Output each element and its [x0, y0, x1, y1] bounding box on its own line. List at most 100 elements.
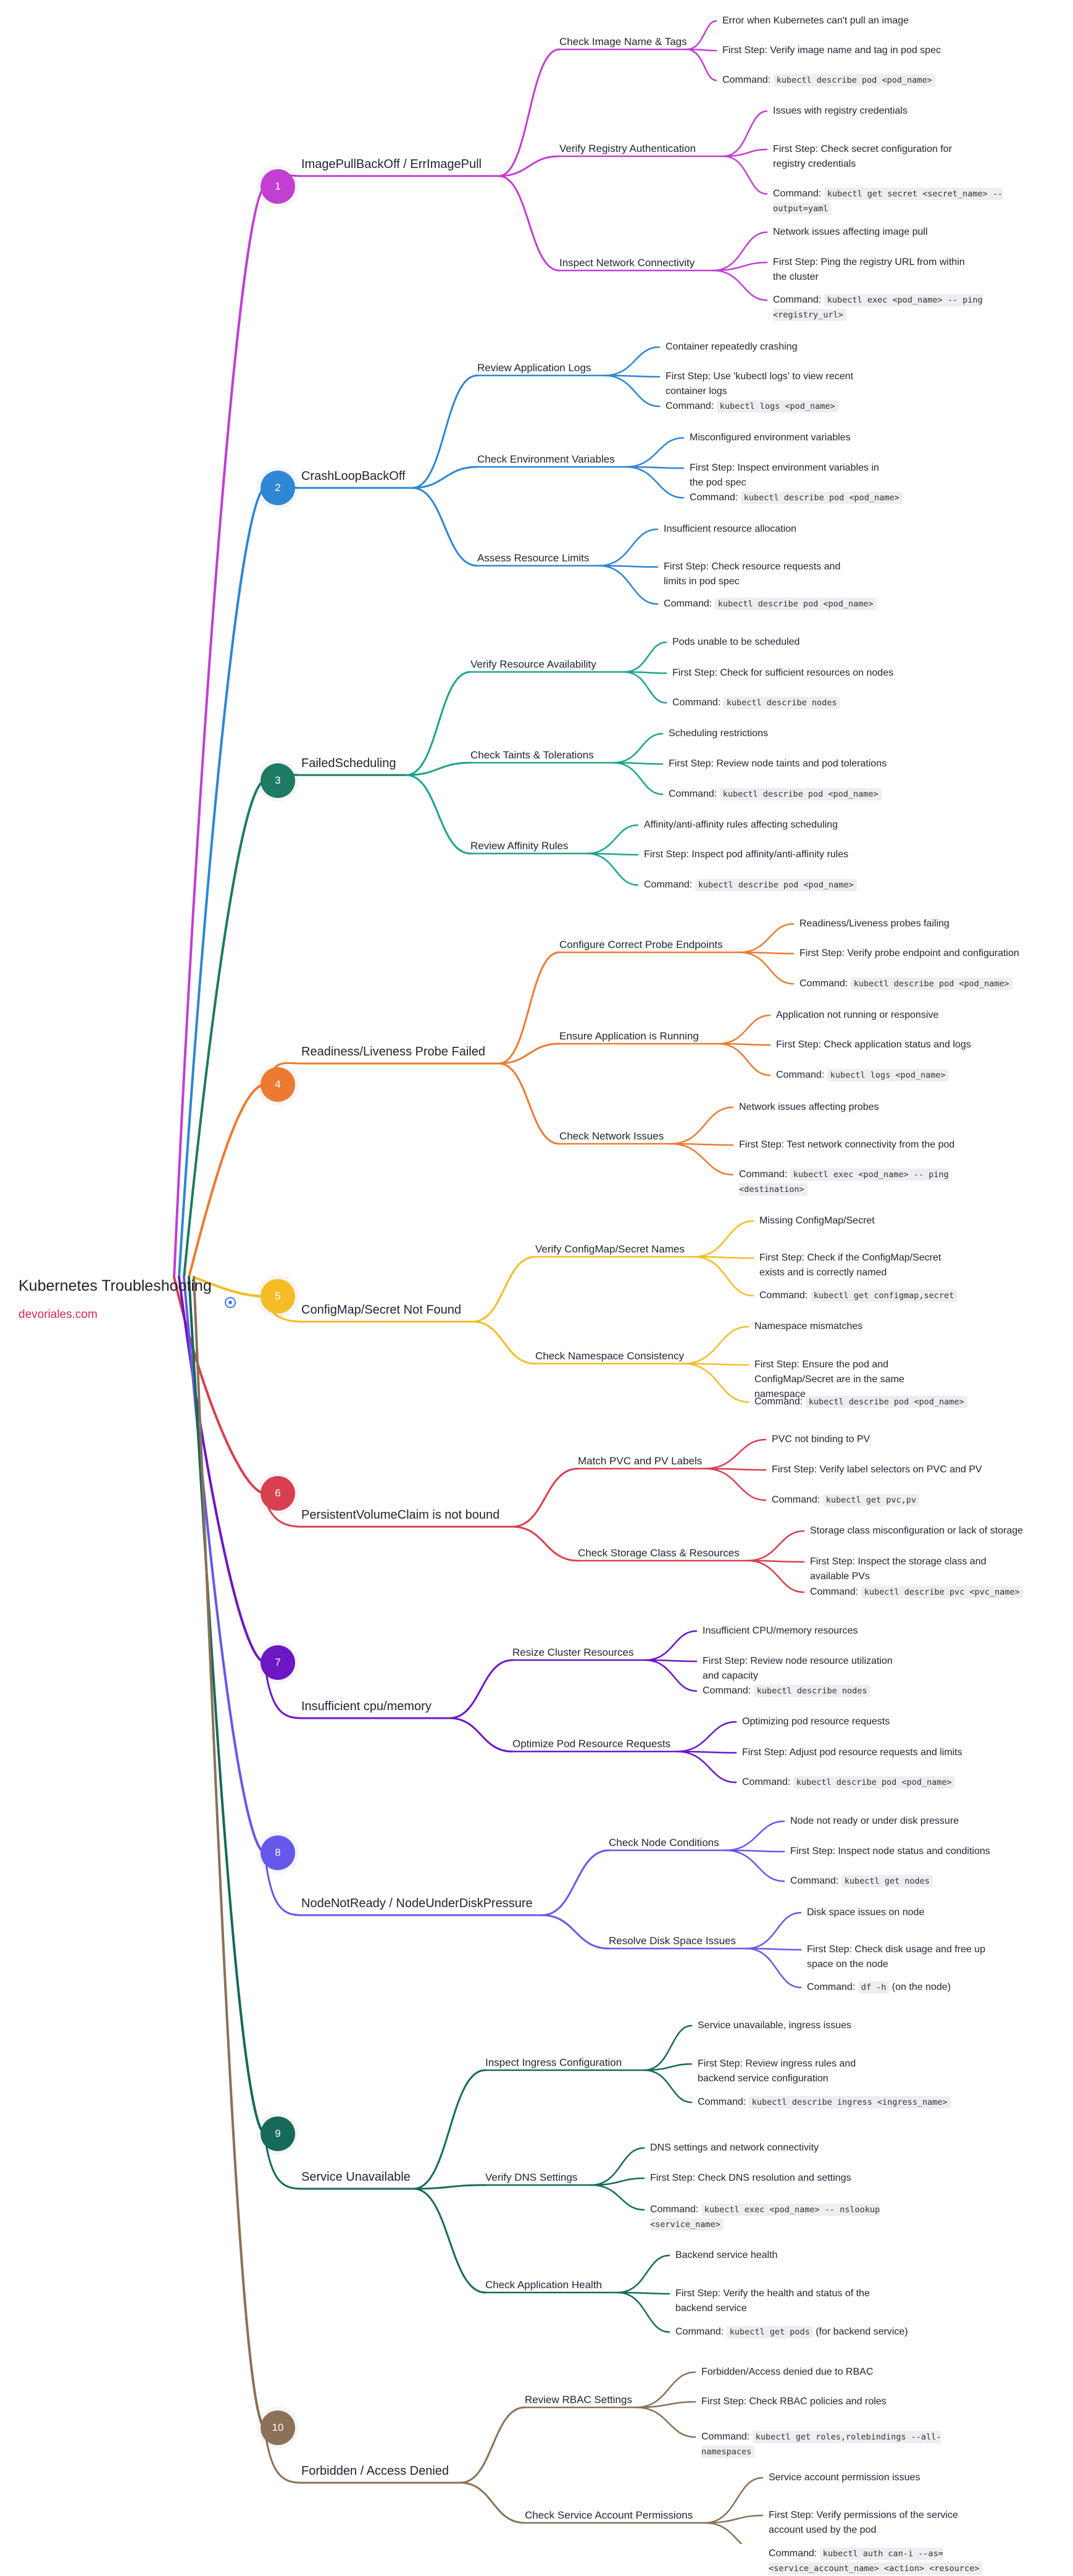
subtopic-1-2[interactable]: Verify Registry Authentication	[559, 143, 696, 154]
category-number-badge-3[interactable]: 3	[261, 763, 295, 798]
category-number-badge-9[interactable]: 9	[261, 2117, 295, 2151]
command-code[interactable]: kubectl describe nodes	[753, 1685, 871, 1697]
subtopic-4-1[interactable]: Configure Correct Probe Endpoints	[559, 939, 723, 950]
command-code[interactable]: kubectl describe nodes	[723, 697, 840, 709]
subtopic-4-3[interactable]: Check Network Issues	[559, 1130, 664, 1142]
category-label-4[interactable]: Readiness/Liveness Probe Failed	[301, 1045, 485, 1059]
leaf-2-1-1: Container repeatedly crashing	[666, 342, 798, 352]
leaf-8-2-1: Disk space issues on node	[807, 1907, 925, 1918]
subtopic-8-2[interactable]: Resolve Disk Space Issues	[609, 1935, 736, 1947]
subtopic-2-2[interactable]: Check Environment Variables	[477, 453, 615, 465]
subtopic-1-3[interactable]: Inspect Network Connectivity	[559, 257, 695, 269]
command-code[interactable]: kubectl describe pod <pod_name>	[850, 978, 1012, 990]
leaf-link-2-2-0	[598, 528, 659, 567]
leaf-9-3-3: Command: kubectl get pods (for backend s…	[675, 2325, 908, 2339]
category-number-badge-6[interactable]: 6	[261, 1476, 295, 1511]
category-label-1[interactable]: ImagePullBackOff / ErrImagePull	[301, 157, 482, 171]
leaf-link-3-1-1	[612, 761, 664, 765]
root-node-title[interactable]: Kubernetes Troubleshooting	[19, 1277, 212, 1294]
leaf-link-1-2-0	[712, 231, 768, 272]
category-number-badge-2[interactable]: 2	[261, 471, 295, 505]
command-code[interactable]: kubectl describe pod <pod_name>	[695, 879, 857, 891]
leaf-2-1-3: Command: kubectl logs <pod_name>	[666, 399, 838, 414]
leaf-link-5-1-0	[682, 1325, 749, 1365]
root-node-link[interactable]: devoriales.com	[19, 1308, 98, 1321]
command-code[interactable]: kubectl describe pod <pod_name>	[805, 1396, 967, 1408]
category-number-badge-10[interactable]: 10	[261, 2410, 295, 2445]
leaf-2-3-1: Insufficient resource allocation	[664, 524, 796, 534]
category-label-8[interactable]: NodeNotReady / NodeUnderDiskPressure	[301, 1897, 533, 1910]
leaf-link-3-2-0	[586, 824, 639, 855]
subtopic-7-1[interactable]: Resize Cluster Resources	[512, 1647, 634, 1658]
subtopic-4-2[interactable]: Ensure Application is Running	[559, 1030, 699, 1042]
category-label-3[interactable]: FailedScheduling	[301, 757, 396, 770]
subtopic-2-1[interactable]: Review Application Logs	[477, 362, 591, 374]
subtopic-10-2[interactable]: Check Service Account Permissions	[525, 2509, 693, 2521]
command-code[interactable]: kubectl get pvc,pv	[822, 1494, 920, 1506]
leaf-link-1-2-2	[712, 269, 768, 301]
category-label-2[interactable]: CrashLoopBackOff	[301, 469, 406, 483]
subtopic-7-2[interactable]: Optimize Pod Resource Requests	[512, 1738, 671, 1750]
category-number-badge-7[interactable]: 7	[261, 1645, 295, 1680]
subtopic-3-2[interactable]: Check Taints & Tolerations	[470, 749, 594, 761]
sub-link-9-1	[412, 2184, 486, 2190]
leaf-10-2-1: Service account permission issues	[769, 2472, 921, 2483]
leaf-link-1-1-2	[722, 155, 768, 195]
leaf-link-2-0-1	[603, 374, 661, 378]
subtopic-2-3[interactable]: Assess Resource Limits	[477, 552, 590, 564]
command-code[interactable]: kubectl describe pod <pod_name>	[793, 1776, 955, 1789]
leaf-link-3-0-0	[623, 641, 667, 673]
command-label: Command:	[672, 697, 724, 708]
category-number-badge-5[interactable]: 5	[261, 1279, 295, 1314]
subtopic-3-1[interactable]: Verify Resource Availability	[470, 658, 596, 670]
subtopic-8-1[interactable]: Check Node Conditions	[609, 1837, 719, 1848]
leaf-7-1-3: Command: kubectl describe nodes	[703, 1684, 871, 1698]
category-label-5[interactable]: ConfigMap/Secret Not Found	[301, 1303, 462, 1317]
command-code[interactable]: kubectl get pods	[726, 2326, 813, 2338]
category-number-badge-8[interactable]: 8	[261, 1836, 295, 1870]
category-label-9[interactable]: Service Unavailable	[301, 2170, 411, 2184]
command-code[interactable]: kubectl logs <pod_name>	[827, 1069, 949, 1081]
subtopic-9-2[interactable]: Verify DNS Settings	[485, 2171, 578, 2183]
leaf-1-2-1: Issues with registry credentials	[773, 106, 908, 116]
command-code[interactable]: kubectl describe pod <pod_name>	[714, 598, 877, 610]
subtopic-3-3[interactable]: Review Affinity Rules	[470, 840, 569, 852]
category-label-7[interactable]: Insufficient cpu/memory	[301, 1700, 432, 1713]
leaf-6-1-3: Command: kubectl get pvc,pv	[772, 1493, 920, 1508]
leaf-4-2-1: Application not running or responsive	[776, 1010, 939, 1020]
command-code[interactable]: kubectl logs <pod_name>	[716, 400, 838, 413]
leaf-3-2-2: First Step: Review node taints and pod t…	[669, 758, 887, 769]
command-code[interactable]: kubectl describe pod <pod_name>	[719, 788, 882, 800]
category-label-10[interactable]: Forbidden / Access Denied	[301, 2464, 449, 2478]
leaf-9-1-2: First Step: Review ingress rules and bac…	[698, 2058, 856, 2084]
command-label: Command:	[703, 1685, 754, 1696]
leaf-link-4-2-0	[669, 1106, 734, 1145]
subtopic-6-1[interactable]: Match PVC and PV Labels	[578, 1455, 703, 1467]
leaf-4-3-2: First Step: Test network connectivity fr…	[739, 1139, 955, 1150]
subtopic-6-2[interactable]: Check Storage Class & Resources	[578, 1547, 740, 1559]
leaf-1-2-2: First Step: Check secret configuration f…	[773, 144, 952, 169]
command-code[interactable]: kubectl describe pod <pod_name>	[740, 492, 903, 504]
subtopic-9-3[interactable]: Check Application Health	[485, 2279, 603, 2291]
command-code[interactable]: kubectl describe pvc <pvc_name>	[861, 1586, 1023, 1598]
category-number-badge-1[interactable]: 1	[261, 169, 295, 204]
leaf-1-3-2: First Step: Ping the registry URL from w…	[773, 257, 965, 282]
command-code[interactable]: kubectl describe ingress <ingress_name>	[748, 2096, 951, 2108]
command-code[interactable]: df -h	[858, 1981, 890, 1994]
leaf-6-2-2: First Step: Inspect the storage class an…	[810, 1556, 987, 1582]
subtopic-10-1[interactable]: Review RBAC Settings	[525, 2394, 632, 2406]
leaf-link-3-0-2	[623, 671, 667, 704]
subtopic-9-1[interactable]: Inspect Ingress Configuration	[485, 2057, 622, 2068]
command-code[interactable]: kubectl get configmap,secret	[810, 1290, 958, 1302]
category-number-badge-4[interactable]: 4	[261, 1067, 295, 1102]
subtopic-5-1[interactable]: Verify ConfigMap/Secret Names	[535, 1243, 685, 1255]
leaf-link-2-1-0	[624, 437, 685, 468]
subtopic-5-2[interactable]: Check Namespace Consistency	[535, 1350, 684, 1362]
root-collapse-toggle[interactable]	[225, 1297, 236, 1308]
command-label: Command:	[759, 1290, 811, 1301]
command-code[interactable]: kubectl describe pod <pod_name>	[773, 74, 935, 86]
subtopic-1-1[interactable]: Check Image Name & Tags	[559, 36, 687, 48]
command-code[interactable]: kubectl get nodes	[841, 1875, 933, 1887]
category-label-6[interactable]: PersistentVolumeClaim is not bound	[301, 1508, 500, 1522]
leaf-4-2-3: Command: kubectl logs <pod_name>	[776, 1068, 949, 1083]
